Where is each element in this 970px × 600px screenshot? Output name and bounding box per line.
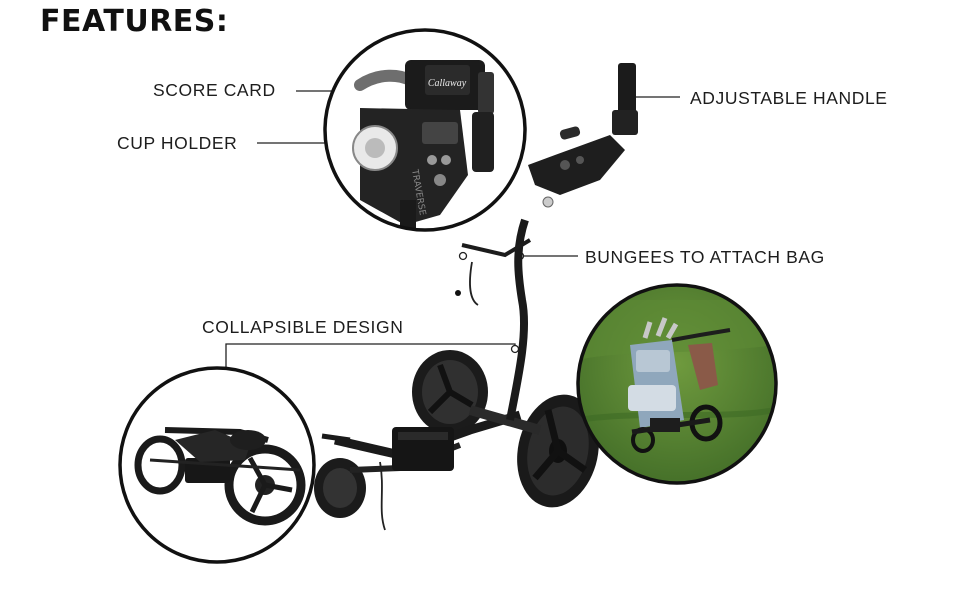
adjustable-handle-label: ADJUSTABLE HANDLE bbox=[690, 88, 888, 108]
handle-upright bbox=[618, 63, 636, 123]
console-closeup: Callaway TRAVERSE bbox=[323, 28, 527, 232]
console-brand-text: Callaway bbox=[428, 78, 467, 89]
bungee-cord bbox=[469, 261, 479, 306]
collapsed-trolley-closeup bbox=[118, 366, 316, 564]
main-trolley bbox=[314, 63, 638, 531]
front-right-wheel bbox=[517, 394, 599, 508]
front-wheels bbox=[314, 458, 366, 518]
collapsible-design-label: COLLAPSIBLE DESIGN bbox=[202, 317, 404, 337]
collapsible-dot bbox=[510, 344, 520, 354]
score-card-clip bbox=[422, 122, 458, 144]
features-heading: FEATURES: bbox=[40, 4, 229, 39]
in-use-photo bbox=[576, 283, 778, 485]
score-card-label: SCORE CARD bbox=[153, 80, 276, 100]
handle-console bbox=[528, 135, 625, 195]
rear-left-wheel bbox=[412, 350, 488, 434]
towel bbox=[688, 343, 718, 390]
bungees-label: BUNGEES TO ATTACH BAG bbox=[585, 247, 825, 267]
bungees-dot-left bbox=[458, 251, 468, 261]
cup-holder-label: CUP HOLDER bbox=[117, 133, 238, 153]
